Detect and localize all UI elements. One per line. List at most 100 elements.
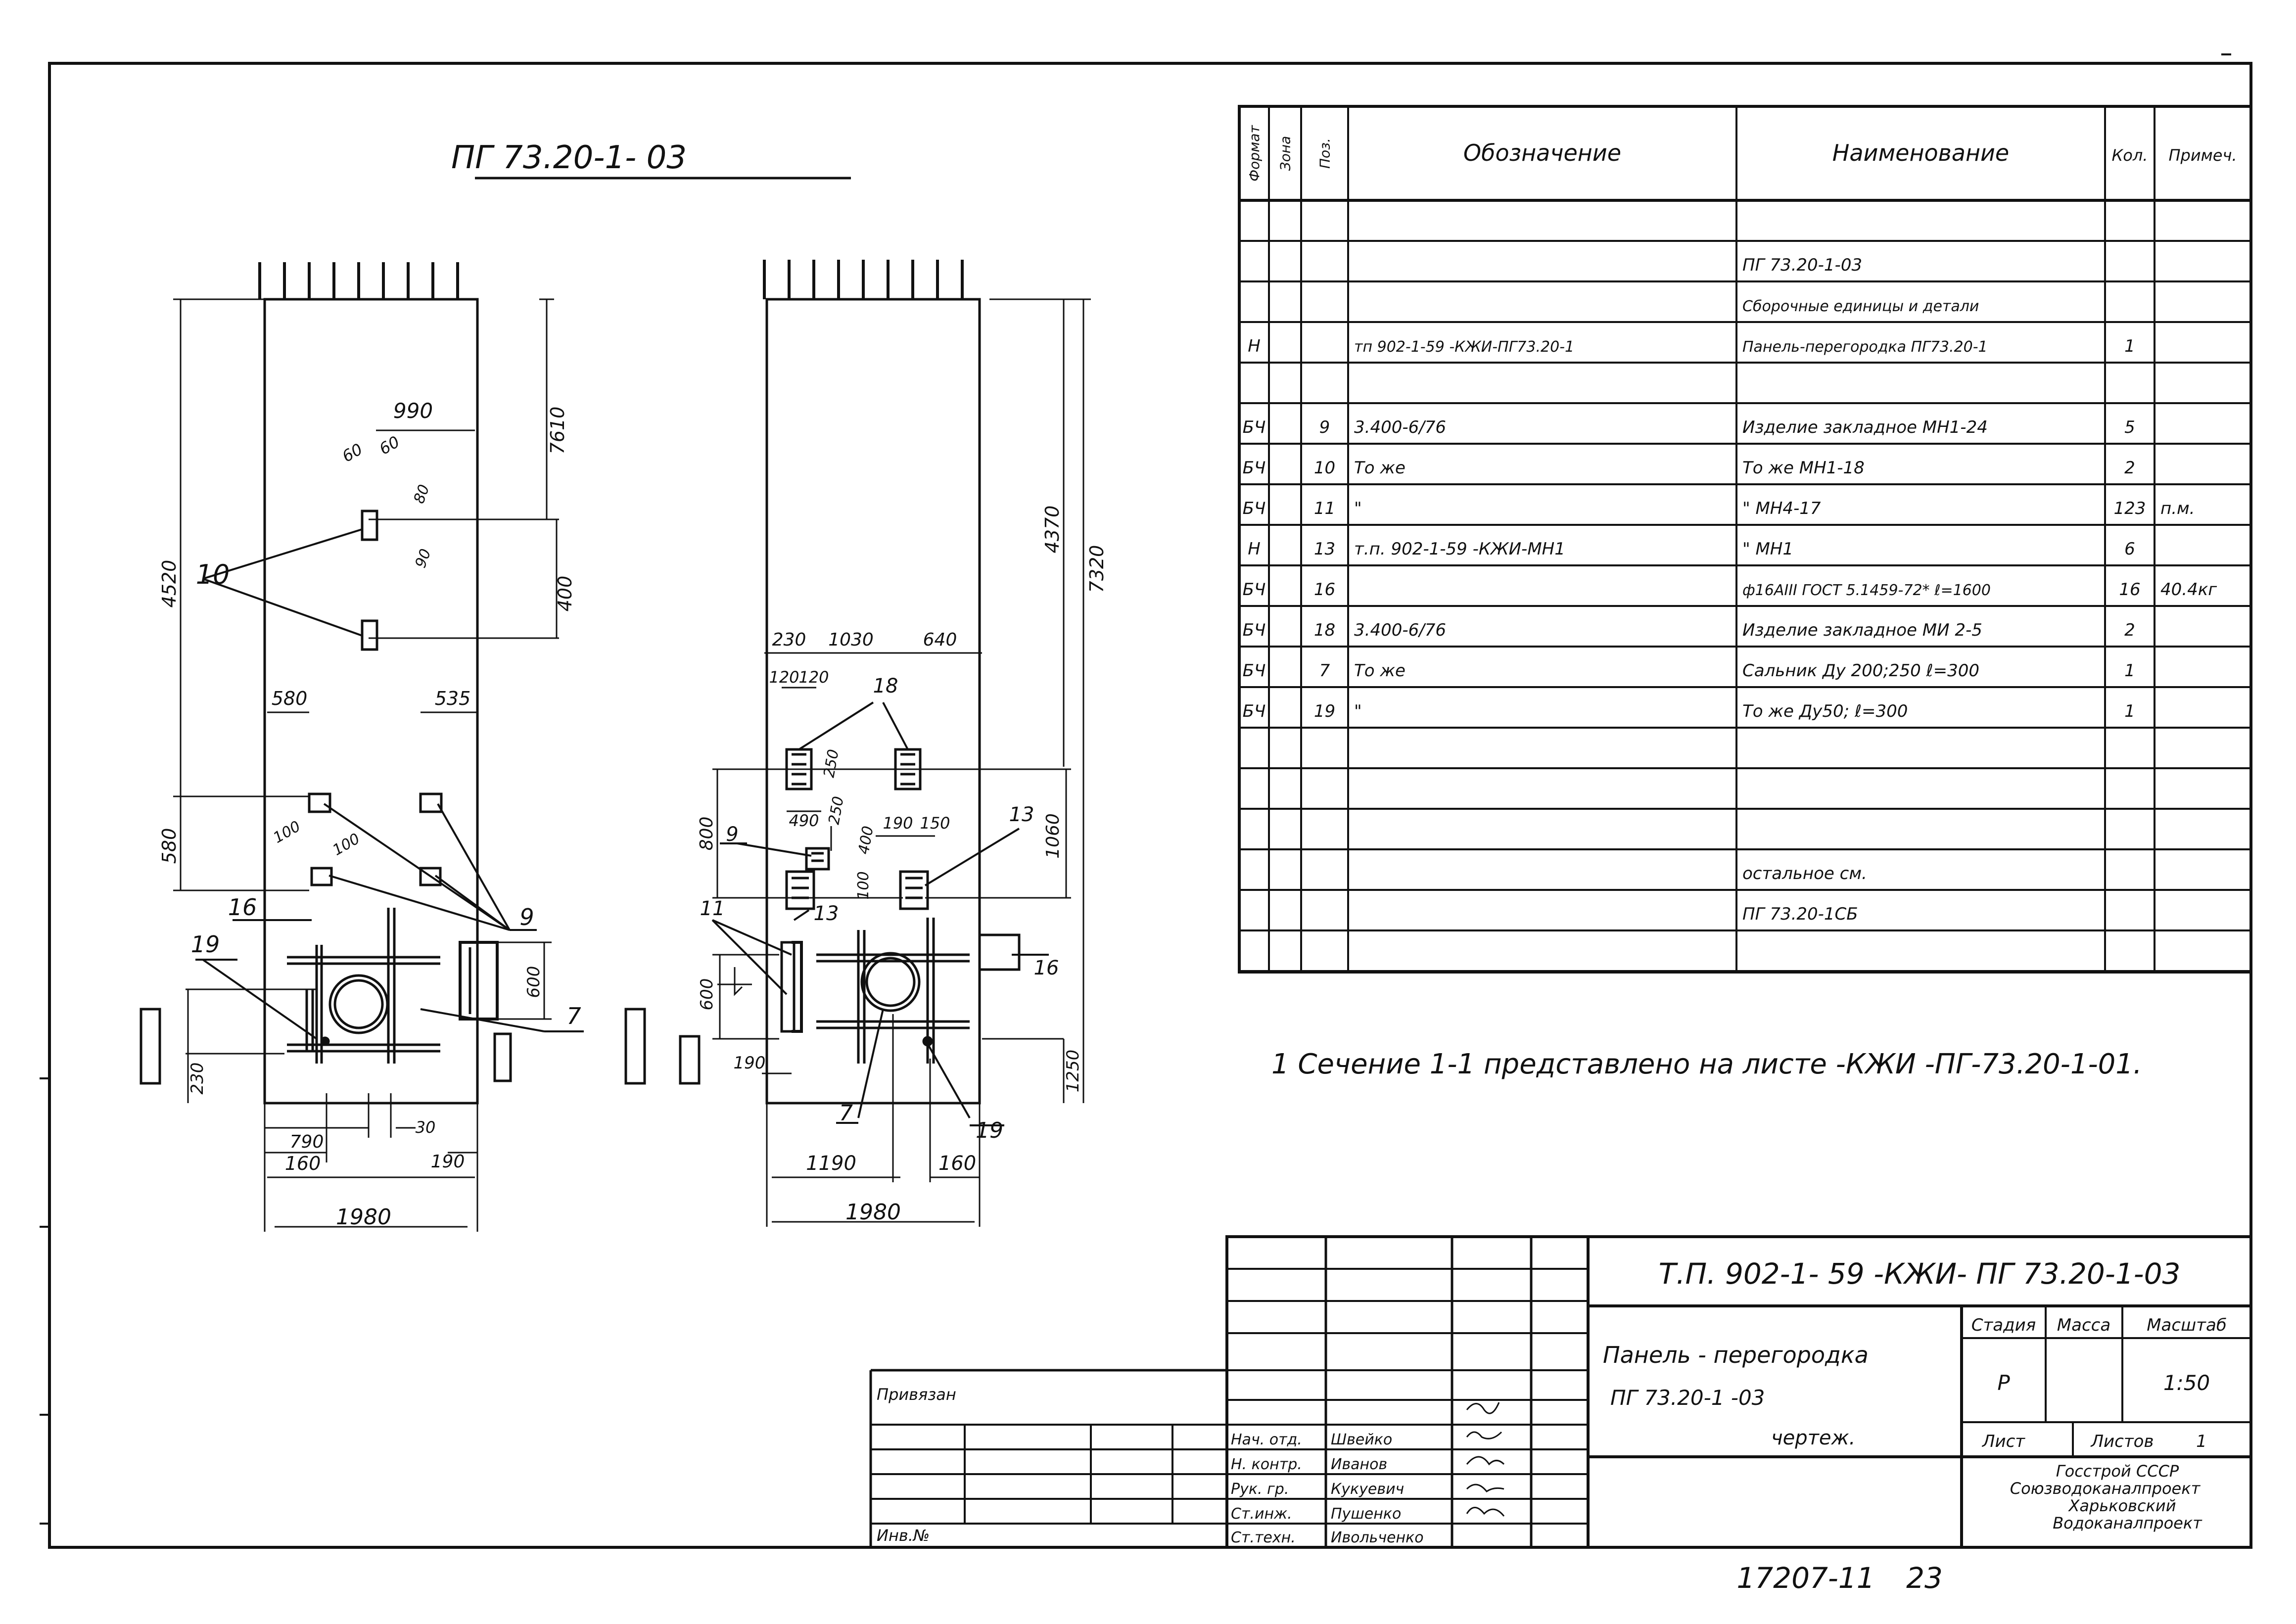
spec-cell: Н [1248, 336, 1261, 356]
pos-11-label: 11 [700, 897, 725, 920]
spec-cell: Изделие закладное МН1-24 [1742, 418, 1988, 437]
dim-580: 580 [272, 688, 308, 709]
stamp-person: Пушенко [1331, 1505, 1401, 1523]
dim-1030: 1030 [828, 630, 874, 650]
spec-cell: 40.4кг [2160, 580, 2217, 600]
stamp-sheet-header: Лист [1981, 1432, 2025, 1451]
pos-19-label-b: 19 [976, 1118, 1003, 1143]
dim-1190: 1190 [806, 1152, 856, 1175]
stamp-person: Ивольченко [1331, 1529, 1424, 1546]
dim-100-v: 100 [855, 871, 872, 899]
panel-b-plate-13-a [785, 870, 815, 910]
stamp-name-1: Панель - перегородка [1603, 1342, 1869, 1368]
spec-header-1: Зона [1277, 136, 1294, 171]
spec-header-3: Обозначение [1463, 139, 1621, 166]
spec-cell: 123 [2114, 499, 2146, 518]
panel-b-plate-13-b [899, 870, 929, 910]
pos-16-label-b: 16 [1034, 957, 1059, 979]
spec-cell: " [1354, 701, 1362, 721]
spec-cell: 1 [2124, 701, 2135, 721]
stamp-code: Т.П. 902-1- 59 -КЖИ- ПГ 73.20-1-03 [1659, 1257, 2181, 1291]
footer-code: 17207-11 [1736, 1561, 1874, 1595]
spec-cell: 3.400-6/76 [1354, 418, 1446, 437]
stamp-person: Иванов [1331, 1456, 1387, 1473]
pos-7-label-a: 7 [566, 1003, 581, 1029]
dim-490: 490 [789, 811, 819, 830]
spec-cell: 3.400-6/76 [1354, 620, 1446, 640]
title-block: Т.П. 902-1- 59 -КЖИ- ПГ 73.20-1-03 Панел… [869, 1235, 2252, 1549]
spec-cell: БЧ [1243, 580, 1266, 600]
spec-cell: 1 [2124, 661, 2135, 681]
dim-230: 230 [187, 1063, 207, 1095]
spec-cell: т.п. 902-1-59 -КЖИ-МН1 [1354, 539, 1565, 559]
spec-cell: 13 [1314, 539, 1335, 559]
spec-cell: 18 [1314, 620, 1335, 640]
stamp-org-3: Харьковский [2068, 1496, 2176, 1515]
spec-cell: 16 [2119, 580, 2140, 600]
spec-cell: Изделие закладное МИ 2-5 [1742, 620, 1982, 640]
spec-header-6: Примеч. [2168, 146, 2237, 165]
spec-cell: " МН1 [1742, 539, 1793, 559]
spec-cell: ПГ 73.20-1-03 [1742, 255, 1862, 275]
pos-19-label-a: 19 [191, 931, 220, 958]
panel-a-plate-9-d [419, 867, 442, 886]
pos-9-label-a: 9 [519, 904, 534, 930]
spec-cell: 5 [2124, 418, 2135, 437]
stamp-org-1: Госстрой СССР [2056, 1462, 2179, 1481]
dim-30: 30 [416, 1118, 436, 1137]
stamp-stage: Р [1997, 1371, 2010, 1395]
spec-cell: БЧ [1243, 458, 1266, 478]
spec-cell: БЧ [1243, 499, 1266, 518]
dim-230-b: 230 [772, 630, 806, 650]
spec-cell: БЧ [1243, 620, 1266, 640]
panel-a-plate-9-a [308, 792, 331, 813]
spec-cell: ф16АIII ГОСТ 5.1459-72* ℓ=1600 [1742, 582, 1991, 599]
stamp-scale-header: Масштаб [2147, 1315, 2227, 1335]
dim-400: 400 [554, 576, 576, 612]
spec-cell: БЧ [1243, 701, 1266, 721]
stamp-role: Рук. гр. [1231, 1481, 1289, 1498]
dim-1980-b: 1980 [845, 1200, 901, 1225]
dim-4520: 4520 [158, 560, 180, 608]
pos-13-label-a: 13 [814, 902, 839, 925]
panel-a-plate-10-upper [361, 510, 378, 541]
stamp-signatures [1466, 1402, 1505, 1517]
spec-cell: 16 [1314, 580, 1335, 600]
pos-7-label-b: 7 [839, 1101, 853, 1126]
spec-cell: " МН4-17 [1742, 499, 1821, 518]
stamp-person: Швейко [1331, 1431, 1392, 1448]
spec-cell: То же Ду50; ℓ=300 [1742, 701, 1908, 721]
panel-b-plate-9 [805, 847, 830, 871]
stamp-org-2: Союзводоканалпроект [2010, 1479, 2201, 1498]
spec-cell: То же [1354, 661, 1406, 681]
spec-cell: тп 902-1-59 -КЖИ-ПГ73.20-1 [1354, 338, 1574, 356]
spec-header-5: Кол. [2112, 146, 2148, 165]
panel-a-plate-9-b [419, 792, 443, 813]
spec-cell: То же МН1-18 [1742, 458, 1865, 478]
pos-9-label-b: 9 [726, 823, 738, 846]
dim-190-a: 190 [883, 814, 913, 833]
stamp-role: Ст.инж. [1231, 1505, 1292, 1523]
spec-cell: Сальник Ду 200;250 ℓ=300 [1742, 661, 1979, 681]
spec-header-4: Наименование [1832, 139, 2009, 166]
dim-7610: 7610 [547, 407, 568, 455]
panel-a-side-view [140, 1008, 161, 1085]
dim-120-b: 120 [798, 668, 829, 687]
stamp-name-3: чертеж. [1771, 1427, 1855, 1449]
pos-16-label-a: 16 [228, 894, 257, 921]
spec-cell: То же [1354, 458, 1406, 478]
dim-1250: 1250 [1063, 1050, 1083, 1093]
spec-cell: п.м. [2160, 499, 2195, 518]
spec-cell: 19 [1314, 701, 1335, 721]
pos-18-label: 18 [873, 675, 898, 697]
spec-cell: Панель-перегородка ПГ73.20-1 [1742, 338, 1988, 356]
stamp-privyazan: Привязан [877, 1385, 956, 1404]
dim-1980: 1980 [336, 1205, 391, 1230]
dim-4370: 4370 [1041, 506, 1063, 554]
panel-b-side-view [624, 1008, 646, 1085]
dim-990: 990 [393, 399, 433, 423]
dim-1060: 1060 [1043, 813, 1063, 859]
spec-cell: остальное см. [1742, 864, 1867, 883]
dim-150: 150 [920, 814, 950, 833]
